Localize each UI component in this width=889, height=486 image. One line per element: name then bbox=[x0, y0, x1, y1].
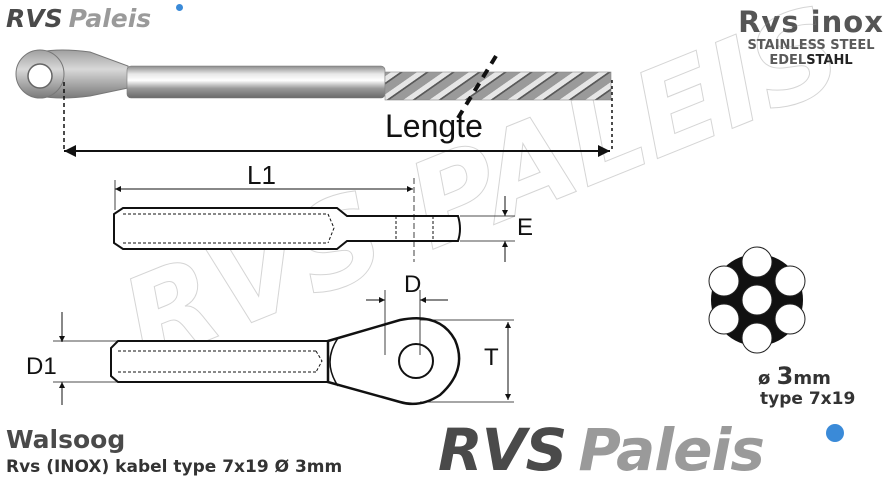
t-label: T bbox=[484, 344, 499, 371]
product-subtitle: Rvs (INOX) kabel type 7x19 Ø 3mm bbox=[6, 457, 343, 477]
d1-label: D1 bbox=[26, 353, 57, 380]
product-photo bbox=[15, 49, 613, 157]
product-title: Walsoog bbox=[6, 425, 126, 454]
cable-type: type 7x19 bbox=[760, 389, 856, 409]
e-label: E bbox=[517, 214, 534, 241]
diameter-value: 3 bbox=[776, 362, 794, 390]
side-view-drawing bbox=[113, 178, 515, 262]
diameter-unit: mm bbox=[793, 368, 831, 389]
logo-paleis-text: Paleis bbox=[68, 4, 152, 33]
logo-paleis-text: Paleis bbox=[578, 416, 765, 484]
stahl-text: STAHL bbox=[806, 53, 853, 68]
inox-logo-stainless: STAINLESS STEEL bbox=[747, 38, 875, 53]
diameter-symbol: ø bbox=[758, 368, 771, 389]
logo-accent-dot-top bbox=[176, 4, 183, 11]
cable-diameter: ø 3mm bbox=[758, 362, 831, 390]
logo-rvs-text: RVS bbox=[438, 416, 567, 484]
inox-logo-title: Rvs inox bbox=[738, 5, 884, 39]
top-view-drawing bbox=[53, 290, 514, 406]
inox-logo-edelstahl: EDELSTAHL bbox=[736, 53, 886, 68]
d-label: D bbox=[404, 271, 422, 298]
edel-text: EDEL bbox=[769, 53, 807, 68]
rvs-inox-logo: Rvs inox STAINLESS STEEL EDELSTAHL bbox=[736, 6, 886, 68]
l1-label: L1 bbox=[247, 160, 276, 190]
logo-rvs-text: RVS bbox=[6, 4, 63, 33]
logo-accent-dot bbox=[826, 424, 844, 442]
cable-cross-section-icon bbox=[708, 246, 806, 354]
length-label: Lengte bbox=[385, 108, 483, 144]
